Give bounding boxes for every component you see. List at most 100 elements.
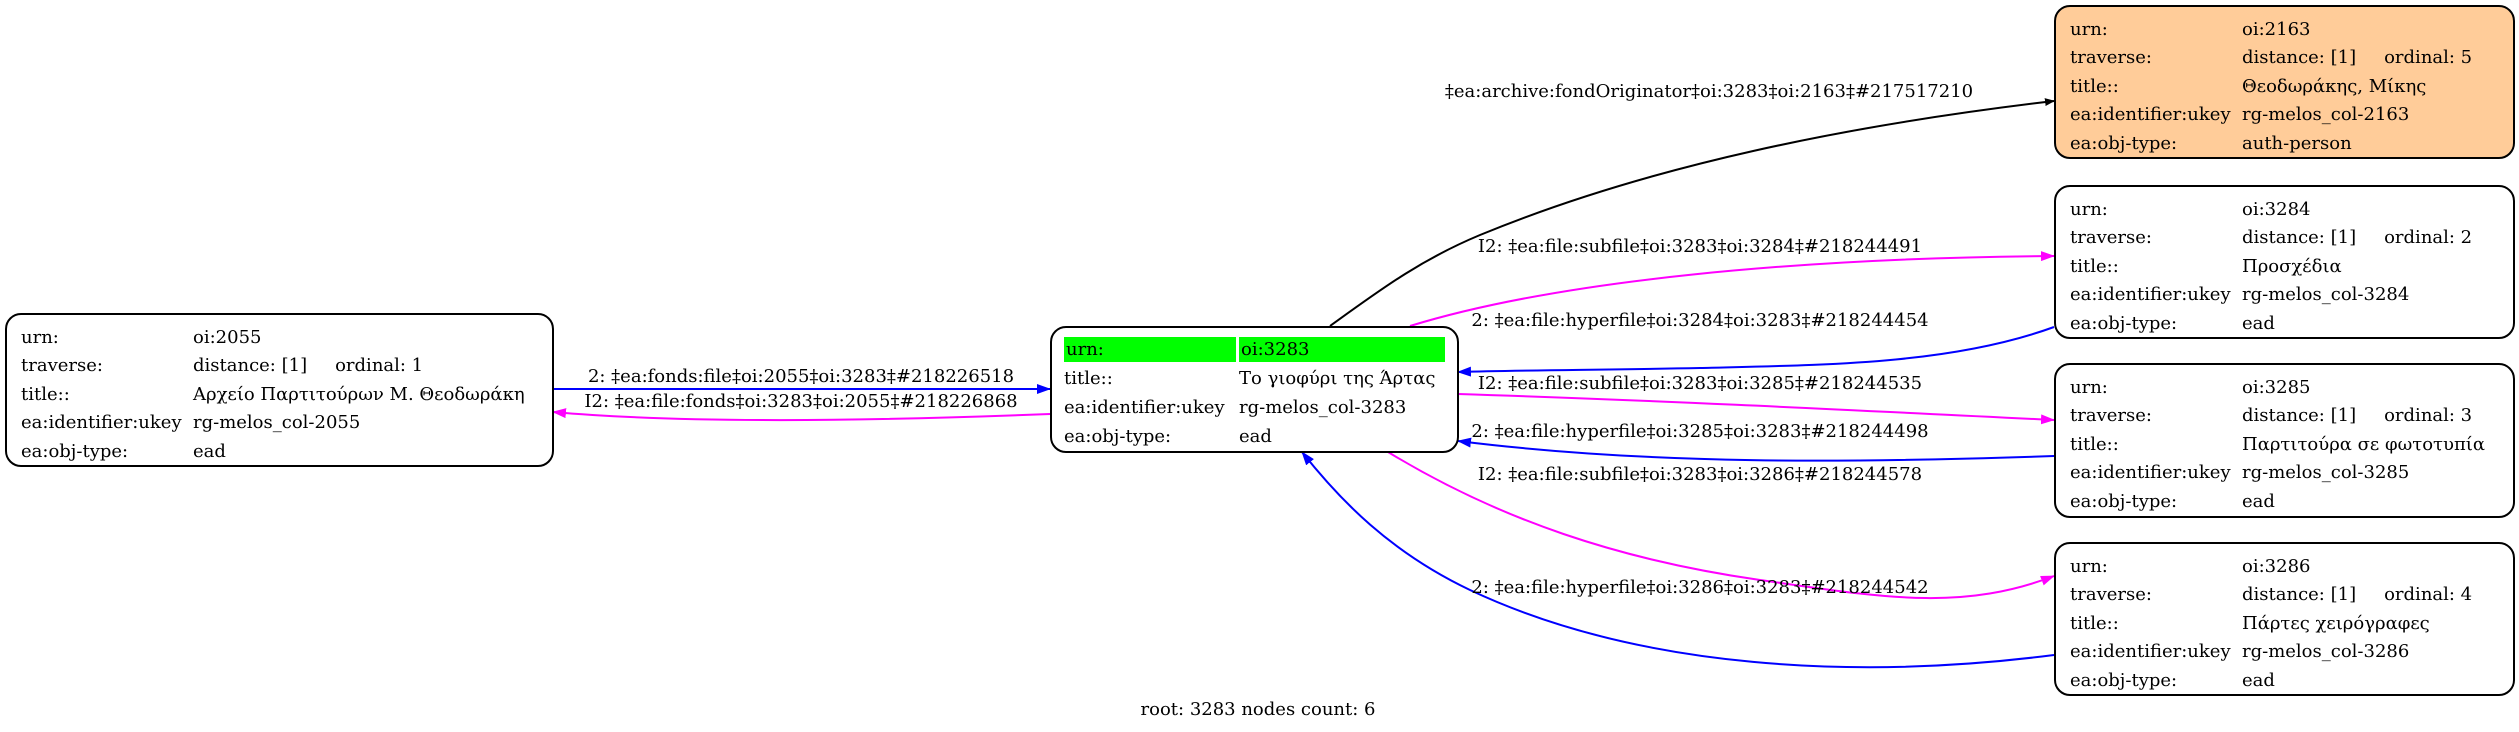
node-row-title: title::Πάρτες χειρόγραφες [2070, 609, 2499, 638]
node-row-urn: urn:oi:2055 [21, 323, 538, 352]
row-value: oi:3283 [1239, 337, 1445, 362]
row-label: ea:identifier:ukey [1064, 397, 1225, 418]
row-label: urn: [2070, 198, 2108, 220]
row-label: urn: [21, 326, 59, 348]
row-ordinal: ordinal: 1 [335, 355, 424, 377]
row-value: oi:3286 [2242, 555, 2311, 577]
row-label: ea:identifier:ukey [2070, 104, 2231, 126]
row-label: traverse: [2070, 584, 2152, 606]
row-label: ea:obj-type: [2070, 312, 2178, 334]
node-row-title: title::Αρχείο Παρτιτούρων Μ. Θεοδωράκη [21, 380, 538, 409]
node-row-ukey: ea:identifier:ukey rg-melos_col-3283 [1064, 393, 1445, 422]
node-oi-3286[interactable]: urn: oi:3286 traverse: distance: [1] ordina… [2054, 542, 2515, 696]
node-row-traverse: traverse:distance: [1]ordinal: 2 [2070, 224, 2499, 253]
row-label: title:: [21, 383, 70, 405]
node-row-obj-type: ea:obj-type: ead [2070, 487, 2499, 516]
node-row-obj-type: ea:obj-type:ead [21, 437, 538, 466]
edge-label-hyperfile-3286: 2: ‡ea:file:hyperfile‡oi:3286‡oi:3283‡#2… [1471, 577, 1929, 598]
row-label: ea:identifier:ukey [2070, 641, 2231, 663]
row-label: traverse: [21, 355, 103, 377]
row-label: title:: [1064, 368, 1113, 389]
row-ordinal: ordinal: 3 [2384, 405, 2473, 427]
node-oi-3283-root[interactable]: urn:oi:3283 title::Το γιοφύρι της Άρτας … [1050, 326, 1459, 453]
row-label: ea:obj-type: [1064, 426, 1172, 447]
row-ordinal: ordinal: 5 [2384, 47, 2473, 69]
edge-subfile-3286[interactable] [1387, 451, 2055, 600]
row-value: distance: [1] [2242, 405, 2357, 427]
row-value: Αρχείο Παρτιτούρων Μ. Θεοδωράκη [193, 383, 525, 405]
row-ordinal: ordinal: 4 [2384, 584, 2473, 606]
row-value: Παρτιτούρα σε φωτοτυπία [2242, 433, 2485, 455]
node-row-obj-type: ea:obj-type: ead [1064, 422, 1445, 451]
edge-subfile-3284[interactable] [1409, 251, 2055, 327]
row-value: Πάρτες χειρόγραφες [2242, 612, 2430, 634]
row-value: rg-melos_col-3284 [2242, 284, 2410, 306]
node-oi-2163[interactable]: urn: oi:2163 traverse: distance: [1] ordina… [2054, 5, 2515, 159]
row-label: urn: [2070, 555, 2108, 577]
row-value: Το γιοφύρι της Άρτας [1239, 368, 1436, 389]
edge-label-hyperfile-3284: 2: ‡ea:file:hyperfile‡oi:3284‡oi:3283‡#2… [1471, 310, 1929, 331]
row-label: urn: [2070, 18, 2108, 40]
row-label: title:: [2070, 433, 2119, 455]
node-oi-3285[interactable]: urn: oi:3285 traverse: distance: [1] ordina… [2054, 363, 2515, 518]
row-value: oi:2163 [2242, 18, 2311, 40]
node-row-traverse: traverse: distance: [1] ordinal: 1 [21, 352, 538, 381]
row-value: ead [193, 440, 226, 462]
node-row-traverse: traverse: distance: [1] ordinal: 4 [2070, 581, 2499, 610]
node-row-traverse: traverse: distance: [1] ordinal: 3 [2070, 402, 2499, 431]
node-row-obj-type: ea:obj-type: ead [2070, 309, 2499, 338]
node-oi-3284[interactable]: urn:oi:3284 traverse:distance: [1]ordina… [2054, 185, 2515, 339]
row-label: traverse: [2070, 47, 2152, 69]
edge-hyperfile-3284[interactable] [1457, 326, 2055, 377]
row-label: ea:identifier:ukey [21, 412, 182, 434]
node-row-obj-type: ea:obj-type: ead [2070, 666, 2499, 695]
edge-file-fonds[interactable] [552, 408, 1051, 422]
graph-footer-caption: root: 3283 nodes count: 6 [1140, 699, 1376, 720]
row-value: ead [1239, 426, 1272, 447]
edge-fond-originator[interactable] [1329, 98, 2055, 327]
node-row-title: title::Το γιοφύρι της Άρτας [1064, 364, 1445, 393]
edge-subfile-3285[interactable] [1457, 393, 2055, 425]
node-row-ukey: ea:identifier:ukey rg-melos_col-3286 [2070, 638, 2499, 667]
node-row-urn: urn:oi:3284 [2070, 195, 2499, 224]
edge-label-hyperfile-3285: 2: ‡ea:file:hyperfile‡oi:3285‡oi:3283‡#2… [1471, 421, 1929, 442]
row-label: title:: [2070, 255, 2119, 277]
node-row-urn: urn: oi:2163 [2070, 15, 2499, 44]
edge-label-subfile-3284: I2: ‡ea:file:subfile‡oi:3283‡oi:3284‡#21… [1477, 236, 1923, 257]
row-label: title:: [2070, 75, 2119, 97]
row-label: title:: [2070, 612, 2119, 634]
row-label: ea:identifier:ukey [2070, 462, 2231, 484]
row-value: distance: [1] [193, 355, 308, 377]
node-oi-2055[interactable]: urn:oi:2055 traverse: distance: [1] ordina… [5, 313, 554, 467]
row-label: urn: [1064, 337, 1236, 362]
node-row-urn: urn: oi:3285 [2070, 373, 2499, 402]
edge-hyperfile-3285[interactable] [1457, 437, 2055, 462]
row-value: rg-melos_col-3283 [1239, 397, 1407, 418]
row-value: ead [2242, 312, 2275, 334]
edge-label-fond-originator: ‡ea:archive:fondOriginator‡oi:3283‡oi:21… [1444, 81, 1974, 102]
row-value: distance: [1] [2242, 47, 2357, 69]
row-label: ea:obj-type: [2070, 132, 2178, 154]
row-ordinal: ordinal: 2 [2384, 227, 2473, 249]
row-value: ead [2242, 490, 2275, 512]
edge-hyperfile-3286[interactable] [1301, 451, 2055, 669]
edge-label-subfile-3286: I2: ‡ea:file:subfile‡oi:3283‡oi:3286‡#21… [1477, 464, 1923, 485]
row-label: ea:obj-type: [2070, 669, 2178, 691]
row-label: traverse: [2070, 227, 2152, 249]
row-label: urn: [2070, 376, 2108, 398]
node-row-urn-highlighted: urn:oi:3283 [1064, 335, 1445, 364]
row-label: traverse: [2070, 405, 2152, 427]
edge-label-subfile-3285: I2: ‡ea:file:subfile‡oi:3283‡oi:3285‡#21… [1477, 373, 1923, 394]
row-label: ea:obj-type: [2070, 490, 2178, 512]
row-value: ead [2242, 669, 2275, 691]
row-value: distance: [1] [2242, 584, 2357, 606]
row-value: Προσχέδια [2242, 255, 2342, 277]
row-value: rg-melos_col-3286 [2242, 641, 2410, 663]
row-value: oi:3285 [2242, 376, 2311, 398]
node-row-title: title::Παρτιτούρα σε φωτοτυπία [2070, 430, 2499, 459]
